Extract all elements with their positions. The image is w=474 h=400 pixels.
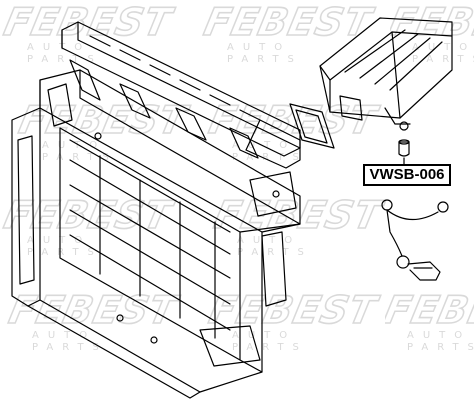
- latch-linkage: [381, 199, 449, 281]
- duct-seal: [289, 103, 335, 149]
- radiator-support-frame: [11, 69, 301, 399]
- bushing-part: [398, 139, 410, 166]
- air-duct: [61, 21, 301, 169]
- part-number-label: VWSB-006: [363, 164, 451, 186]
- air-filter-housing: [319, 17, 453, 131]
